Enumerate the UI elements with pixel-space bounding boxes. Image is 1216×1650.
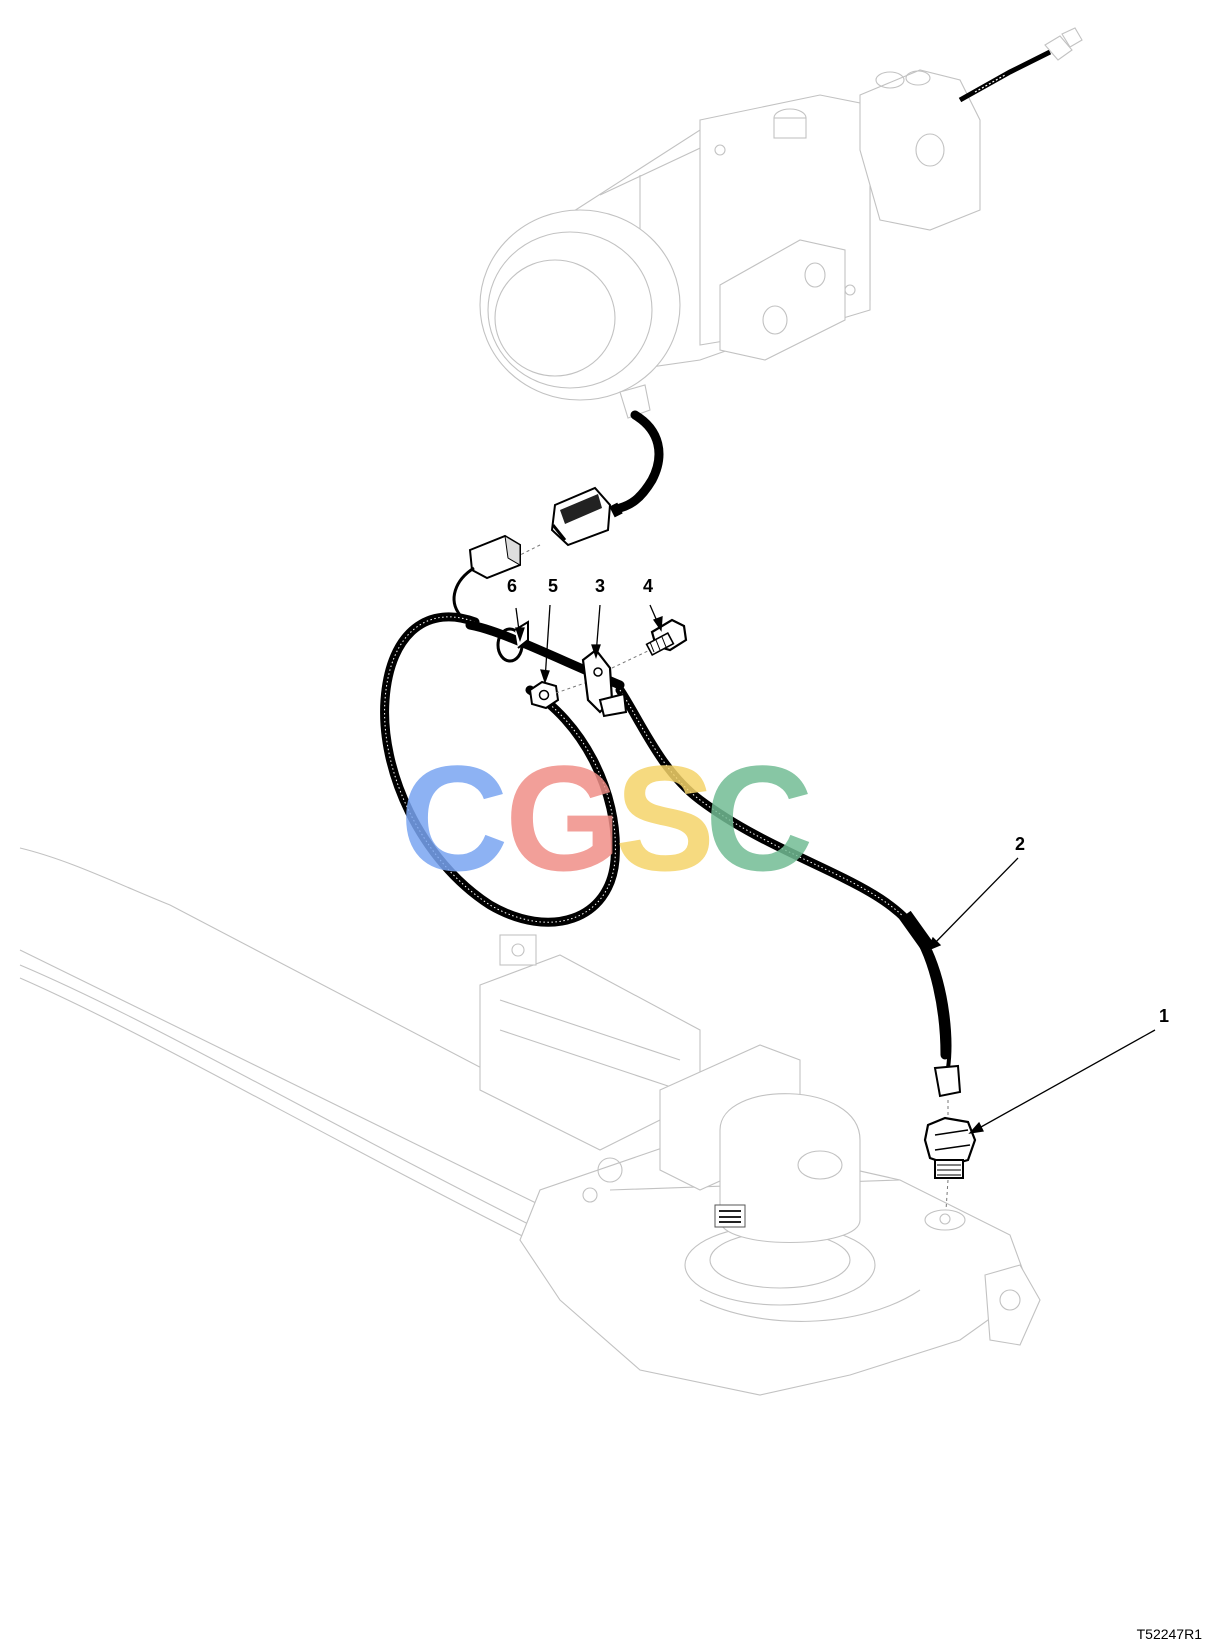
- leader-lines: [515, 604, 1156, 1134]
- motor-assembly-drawing: [479, 69, 981, 419]
- cgsc-watermark: C G S C: [400, 734, 813, 902]
- watermark-letter: S: [615, 734, 715, 902]
- motor-pigtail: [609, 410, 664, 518]
- callout-2: 2: [1015, 834, 1025, 854]
- callout-labels: 6 5 3 4 2 1: [507, 576, 1169, 1026]
- callout-3: 3: [595, 576, 605, 596]
- watermark-letter: C: [400, 734, 508, 902]
- harness-connector-female: [468, 534, 521, 580]
- nut-5: [528, 680, 586, 710]
- assembly-line: [519, 544, 541, 556]
- watermark-letter: C: [705, 734, 813, 902]
- identification-plate: [714, 1204, 746, 1228]
- watermark-letter: G: [505, 734, 622, 902]
- callout-6: 6: [507, 576, 517, 596]
- mounting-bracket-3: [581, 648, 651, 718]
- axle-frame-drawing: [19, 847, 1041, 1396]
- figure-id: T52247R1: [1136, 1626, 1202, 1642]
- screw-4: [645, 618, 688, 657]
- harness-connector-male: [550, 486, 612, 547]
- callout-5: 5: [548, 576, 558, 596]
- callout-1: 1: [1159, 1006, 1169, 1026]
- sensor-fitting-1: [923, 1100, 977, 1211]
- shaft-cable: [958, 27, 1083, 103]
- callout-4: 4: [643, 576, 653, 596]
